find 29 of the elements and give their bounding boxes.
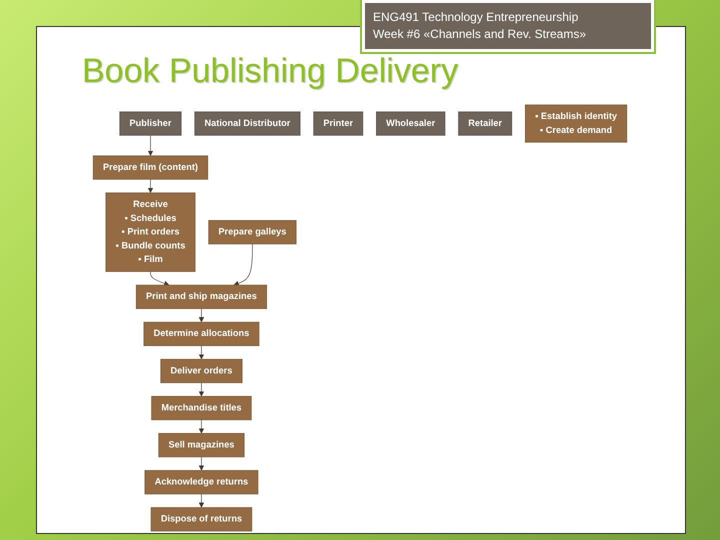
node-box: Wholesaler (376, 111, 446, 136)
node-box: Retailer (458, 111, 512, 136)
arrow (198, 382, 204, 397)
arrow (148, 135, 154, 156)
diagram-title: Book Publishing Delivery (82, 51, 458, 92)
arrow (234, 244, 253, 286)
node-box: Acknowledge returns (144, 470, 258, 494)
arrow (150, 271, 170, 286)
node-box: Prepare galleys (208, 220, 296, 244)
node-box: Prepare film (content) (92, 155, 208, 180)
node-box: National Distributor (194, 111, 300, 136)
banner-text: Week #6 «Channels and Rev. Streams» (373, 26, 588, 43)
arrow (198, 345, 204, 360)
node-box: Receive ▪ Schedules ▪ Print orders ▪ Bundle counts ▪ Film (106, 192, 196, 272)
node-box: ▪ Establish identity ▪ Create demand (524, 104, 628, 143)
arrow (198, 420, 204, 434)
node-box: Print and ship magazines (136, 284, 267, 309)
arrow (198, 494, 204, 508)
node-box: Dispose of returns (150, 507, 252, 532)
arrow (198, 308, 204, 322)
banner-text: ENG491 Technology Entrepreneurship (373, 9, 580, 26)
node-box: Determine allocations (144, 322, 260, 346)
arrow (148, 179, 154, 194)
arrow (198, 456, 204, 471)
node-box: Sell magazines (158, 433, 244, 458)
node-box: Printer (313, 111, 364, 136)
node-box: Merchandise titles (151, 396, 252, 420)
node-box: Deliver orders (160, 358, 242, 384)
node-box: Publisher (119, 111, 182, 136)
